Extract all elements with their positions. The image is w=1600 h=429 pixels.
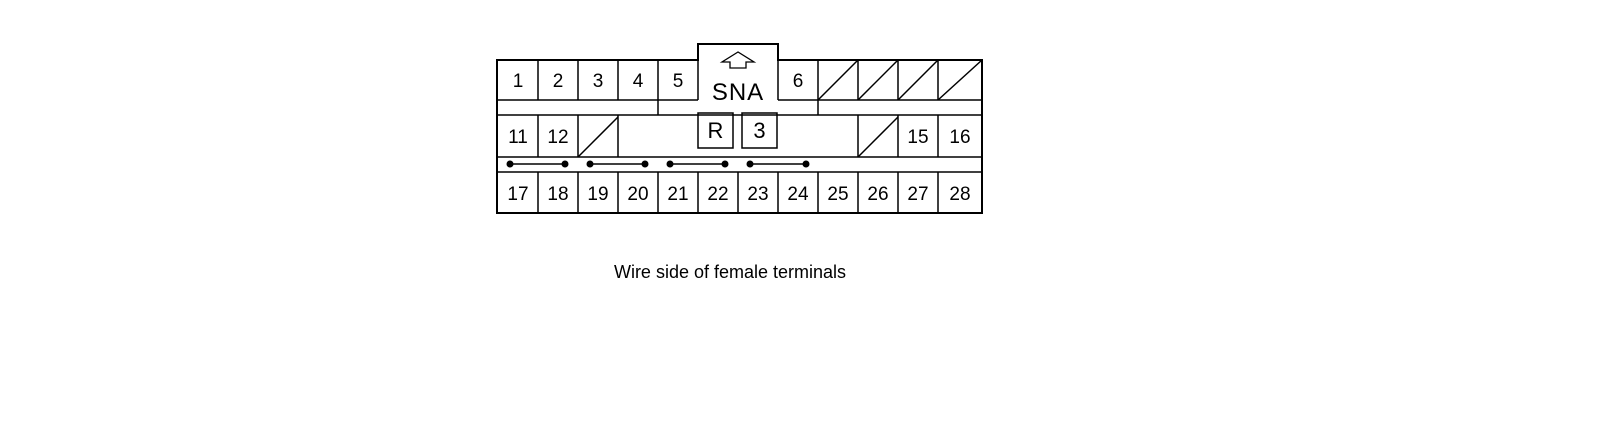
pin-label: 20 xyxy=(627,184,648,205)
up-arrow-icon xyxy=(719,51,757,69)
pin-label: 2 xyxy=(553,71,564,92)
pin-label: 12 xyxy=(547,127,568,148)
empty-cavity-mark xyxy=(897,59,939,101)
pin-label: 26 xyxy=(867,184,888,205)
pin-label: 5 xyxy=(673,71,684,92)
empty-cavity-mark xyxy=(937,59,983,101)
pin-label: 23 xyxy=(747,184,768,205)
empty-cavity-mark xyxy=(857,59,899,101)
pin-label: 6 xyxy=(793,71,804,92)
pin-label: 21 xyxy=(667,184,688,205)
pin-label: 25 xyxy=(827,184,848,205)
pin-label: 1 xyxy=(513,71,524,92)
pin-label: 11 xyxy=(508,127,528,148)
pin-label: 19 xyxy=(587,184,608,205)
short-dot xyxy=(586,160,594,168)
pin-count-box xyxy=(741,112,778,149)
pin-label: 27 xyxy=(907,184,928,205)
short-dot xyxy=(641,160,649,168)
pin-count-label: 3 xyxy=(753,118,765,143)
diagram-caption: Wire side of female terminals xyxy=(613,262,847,282)
empty-cavity-mark xyxy=(857,116,899,158)
connector-code: SNA xyxy=(712,79,764,106)
short-dot xyxy=(802,160,810,168)
pin-label: 4 xyxy=(633,71,644,92)
pin-label: 17 xyxy=(507,184,528,205)
empty-cavity-mark xyxy=(817,59,859,101)
color-code-box xyxy=(697,112,734,149)
pin-label: 24 xyxy=(787,184,809,205)
short-dot xyxy=(506,160,514,168)
pin-label: 28 xyxy=(949,184,970,205)
pin-label: 15 xyxy=(907,127,928,148)
short-dot xyxy=(721,160,729,168)
short-dot xyxy=(666,160,674,168)
color-code-label: R xyxy=(708,118,724,143)
short-dot xyxy=(746,160,754,168)
pin-label: 3 xyxy=(593,71,604,92)
pin-label: 16 xyxy=(949,127,970,148)
short-dot xyxy=(561,160,569,168)
pin-label: 18 xyxy=(547,184,568,205)
pin-label: 22 xyxy=(707,184,728,205)
empty-cavity-mark xyxy=(577,116,619,158)
